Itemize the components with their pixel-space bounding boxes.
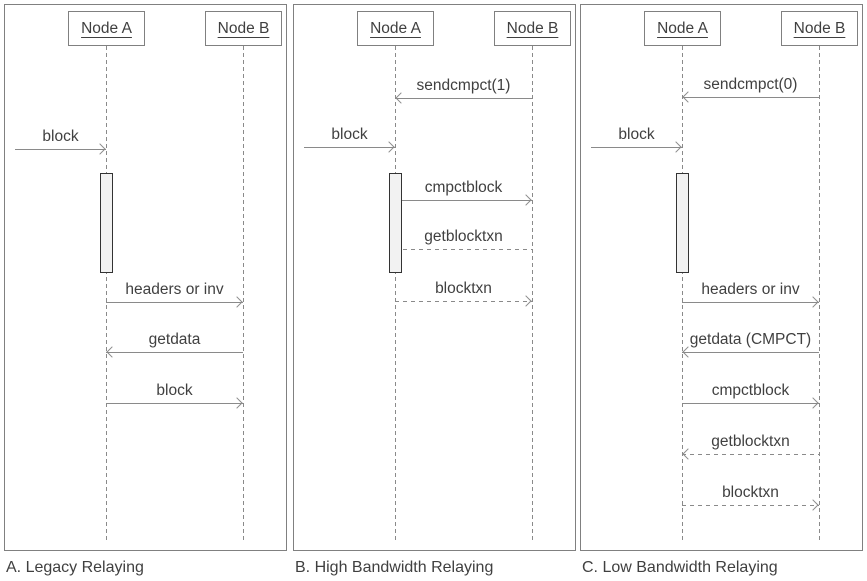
message-line	[591, 147, 682, 148]
message-line	[682, 454, 819, 455]
message-label: getblocktxn	[424, 228, 503, 245]
node-b-box: Node B	[205, 11, 282, 46]
message-label: getdata	[148, 331, 201, 348]
lifeline-node-a	[682, 46, 683, 542]
lifeline-node-a	[106, 46, 107, 542]
panel-caption-a: A. Legacy Relaying	[6, 559, 144, 576]
message-line	[106, 403, 243, 404]
message-line	[395, 301, 532, 302]
message-line	[106, 302, 243, 303]
lifeline-node-b	[819, 46, 820, 542]
sequence-panel-c: Node A Node B sendcmpct(0) block headers or …	[580, 4, 863, 551]
message-label: block	[42, 128, 79, 145]
message-label: block	[156, 382, 193, 399]
panel-caption-c: C. Low Bandwidth Relaying	[582, 559, 778, 576]
lifeline-node-b	[532, 46, 533, 542]
sequence-panel-a: Node A Node B block headers or inv getdata bl…	[4, 4, 287, 551]
message-label: cmpctblock	[711, 382, 790, 399]
message-label: cmpctblock	[424, 179, 503, 196]
node-a-box: Node A	[644, 11, 721, 46]
message-line	[15, 149, 106, 150]
message-label: sendcmpct(1)	[416, 77, 511, 94]
message-line	[682, 403, 819, 404]
message-label: blocktxn	[722, 484, 779, 501]
activation-bar-node-a	[389, 173, 402, 273]
lifeline-node-a	[395, 46, 396, 542]
message-label: headers or inv	[125, 281, 224, 298]
message-label: getdata (CMPCT)	[689, 331, 812, 348]
node-a-box: Node A	[357, 11, 434, 46]
message-line	[682, 505, 819, 506]
sequence-panel-b: Node A Node B sendcmpct(1) block cmpctblock g…	[293, 4, 576, 551]
message-line	[682, 302, 819, 303]
panel-caption-b: B. High Bandwidth Relaying	[295, 559, 494, 576]
message-line	[395, 200, 532, 201]
message-line	[304, 147, 395, 148]
message-line	[395, 98, 532, 99]
message-label: block	[618, 126, 655, 143]
lifeline-node-b	[243, 46, 244, 542]
node-b-box: Node B	[781, 11, 858, 46]
message-line	[395, 249, 532, 250]
activation-bar-node-a	[676, 173, 689, 273]
message-line	[682, 97, 819, 98]
message-label: getblocktxn	[711, 433, 790, 450]
message-line	[106, 352, 243, 353]
node-b-box: Node B	[494, 11, 571, 46]
message-label: sendcmpct(0)	[703, 76, 798, 93]
message-label: headers or inv	[701, 281, 800, 298]
activation-bar-node-a	[100, 173, 113, 273]
node-a-box: Node A	[68, 11, 145, 46]
message-label: blocktxn	[435, 280, 492, 297]
message-line	[682, 352, 819, 353]
message-label: block	[331, 126, 368, 143]
